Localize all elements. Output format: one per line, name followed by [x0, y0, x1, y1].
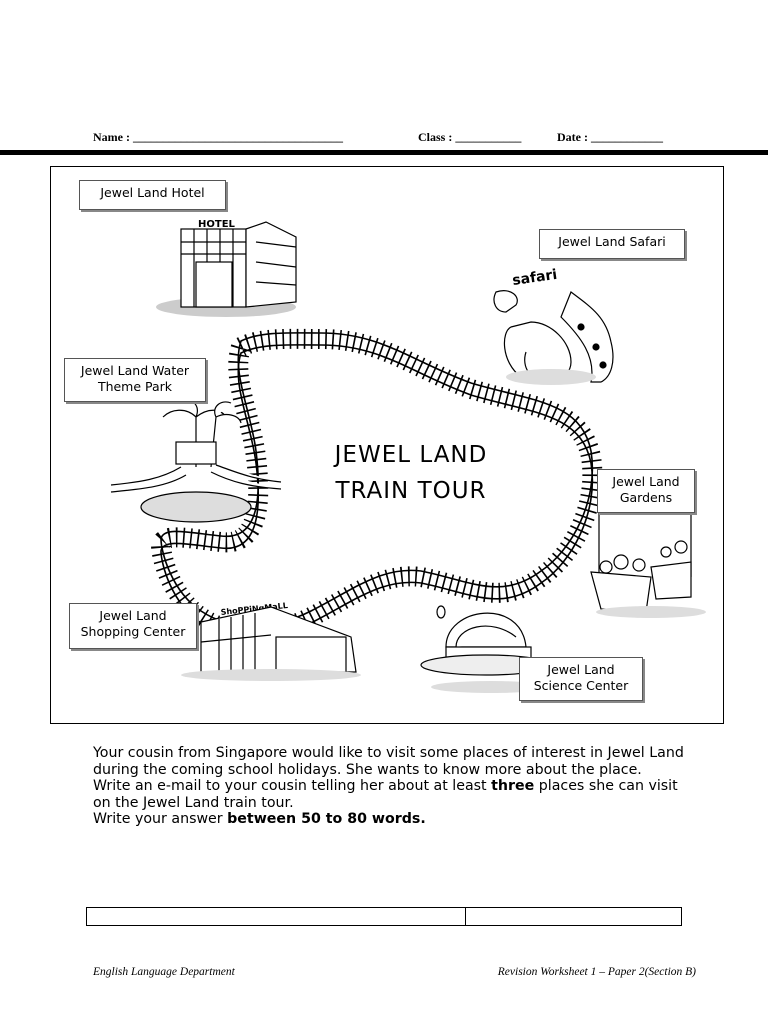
label-shopping-center: Jewel Land Shopping Center	[69, 603, 197, 649]
hotel-building: HOTEL	[156, 219, 297, 317]
train-tour-map: HOTEL safari	[50, 166, 724, 724]
task-instructions: Your cousin from Singapore would like to…	[93, 745, 693, 828]
instruction-paragraph-1: Your cousin from Singapore would like to…	[93, 745, 684, 778]
label-science-line2: Science Center	[533, 678, 629, 693]
gardens-planters	[590, 507, 706, 618]
label-gardens-line2: Gardens	[619, 490, 673, 505]
instruction-3-emphasis: between 50 to 80 words.	[227, 811, 426, 828]
label-shopping-line2: Shopping Center	[80, 624, 186, 639]
safari-animals: safari	[493, 267, 614, 385]
class-field[interactable]: Class : ___________	[418, 130, 522, 144]
date-field[interactable]: Date : ____________	[557, 130, 663, 144]
shopping-mall: ShoPPiNgMaLL	[181, 601, 361, 681]
map-title-line2: TRAIN TOUR	[335, 478, 487, 504]
label-science-line1: Jewel Land	[547, 662, 615, 677]
footer-department: English Language Department	[93, 966, 235, 978]
header-rule	[0, 150, 768, 155]
header-fields: Name : _________________________________…	[0, 128, 768, 148]
hotel-sign: HOTEL	[198, 219, 236, 230]
label-water-park-line2: Theme Park	[97, 379, 173, 394]
answer-table[interactable]	[86, 907, 682, 926]
instruction-2-text-end: places she can visit on the Jewel Land t…	[93, 778, 678, 811]
map-title: JEWEL LAND TRAIN TOUR	[301, 437, 521, 509]
label-hotel: Jewel Land Hotel	[79, 180, 226, 210]
label-shopping-line1: Jewel Land	[99, 608, 167, 623]
footer-worksheet: Revision Worksheet 1 – Paper 2(Section B…	[497, 966, 696, 978]
map-illustration: HOTEL safari	[110, 219, 706, 693]
railway-track	[150, 328, 603, 642]
instruction-2-text: Write an e-mail to your cousin telling h…	[93, 778, 492, 795]
label-gardens: Jewel Land Gardens	[597, 469, 695, 513]
label-water-park: Jewel Land Water Theme Park	[64, 358, 206, 402]
instruction-3-text: Write your answer	[93, 811, 228, 828]
label-safari: Jewel Land Safari	[539, 229, 685, 259]
label-gardens-line1: Jewel Land	[612, 474, 680, 489]
answer-table-divider	[465, 908, 466, 925]
instruction-2-emphasis: three	[491, 778, 535, 795]
map-title-line1: JEWEL LAND	[334, 442, 488, 468]
instruction-paragraph-3: Write your answer between 50 to 80 words…	[93, 811, 693, 828]
safari-sign: safari	[511, 267, 558, 289]
label-science-center: Jewel Land Science Center	[519, 657, 643, 701]
label-water-park-line1: Jewel Land Water	[80, 363, 190, 378]
name-field[interactable]: Name : _________________________________…	[93, 130, 343, 144]
water-park	[110, 398, 282, 523]
instruction-paragraph-2: Write an e-mail to your cousin telling h…	[93, 778, 693, 811]
